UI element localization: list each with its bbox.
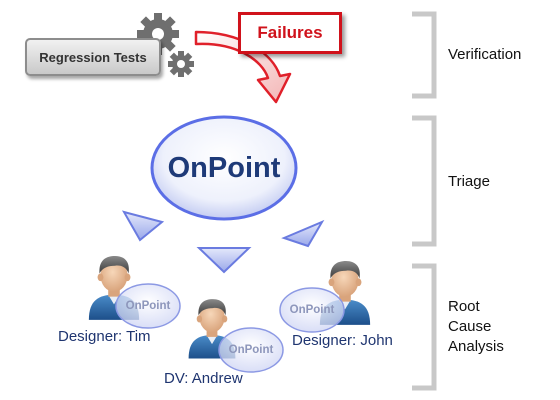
curved-arrow-icon <box>194 30 292 104</box>
failures-box: Failures <box>238 12 342 54</box>
gear-icon-small <box>168 51 194 77</box>
onpoint-badge <box>218 327 284 373</box>
stage-root-line-1: Root <box>448 298 480 315</box>
onpoint-ellipse <box>150 115 298 221</box>
person-name-tim: Designer: Tim <box>58 328 151 345</box>
triangle-arrow-icon <box>121 210 165 242</box>
onpoint-badge <box>115 283 181 329</box>
stage-root-cause-analysis: Root Cause Analysis <box>448 297 504 357</box>
person-name-john: Designer: John <box>292 332 393 349</box>
badge-label-andrew: OnPoint <box>228 344 274 356</box>
bracket-icon <box>412 115 437 247</box>
stage-verification: Verification <box>448 46 522 63</box>
stage-root-line-3: Analysis <box>448 338 504 355</box>
bracket-icon <box>412 11 437 99</box>
stage-triage: Triage <box>448 173 490 190</box>
triangle-arrow-icon <box>281 219 325 248</box>
badge-label-tim: OnPoint <box>125 300 171 312</box>
regression-tests-box: Regression Tests <box>25 38 161 76</box>
person-name-andrew: DV: Andrew <box>164 370 243 387</box>
regression-tests-label: Regression Tests <box>39 49 147 65</box>
bracket-icon <box>412 263 437 391</box>
stage-root-line-2: Cause <box>448 318 492 335</box>
badge-label-john: OnPoint <box>289 304 335 316</box>
triangle-arrow-icon <box>196 247 252 274</box>
failures-label: Failures <box>257 23 323 42</box>
onpoint-badge <box>279 287 345 333</box>
onpoint-title: OnPoint <box>167 151 281 184</box>
